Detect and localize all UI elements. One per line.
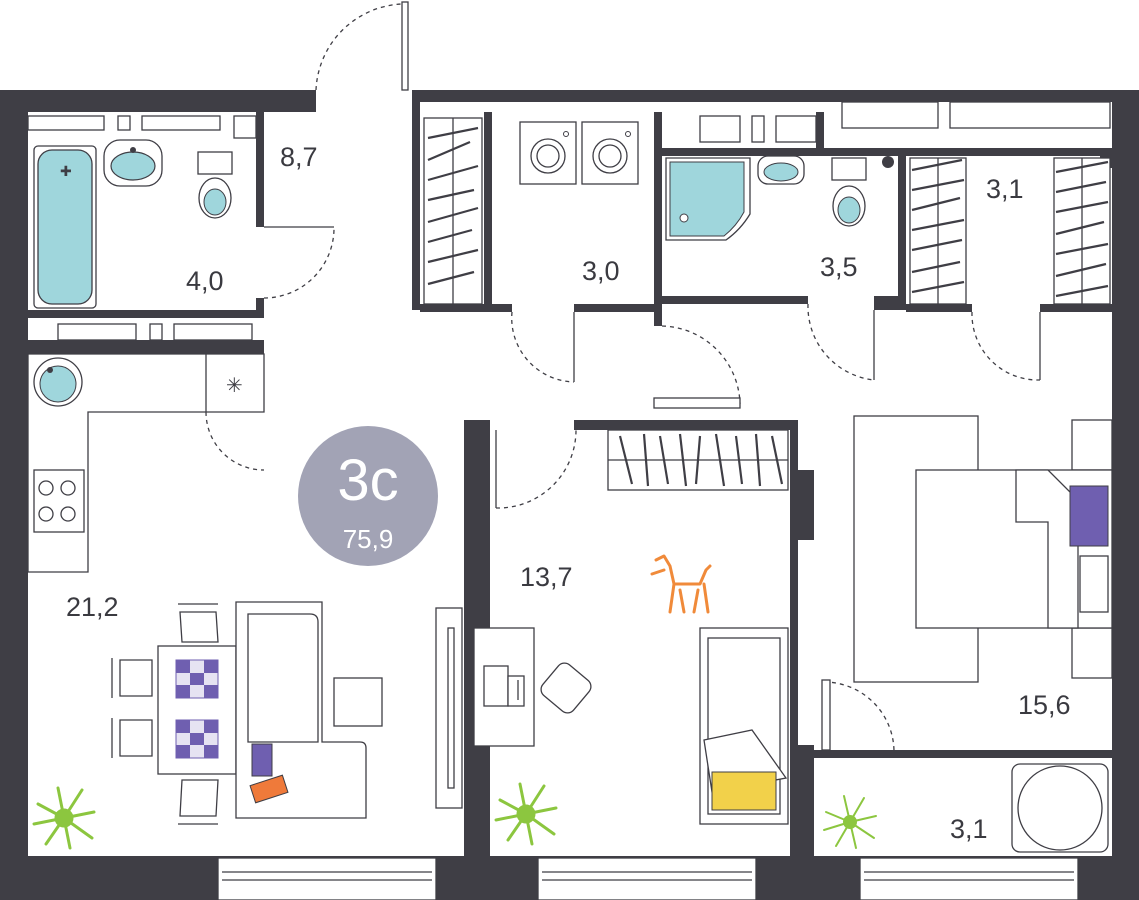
apartment-type: 3с <box>337 448 398 513</box>
area-label-corridor: 8,7 <box>280 142 318 172</box>
apartment-total-area: 75,9 <box>343 524 394 554</box>
shower-tray-icon <box>665 157 751 241</box>
plant-icon <box>32 786 96 850</box>
area-label-balcony: 3,1 <box>950 814 988 844</box>
double-bed-icon <box>853 415 1113 683</box>
dining-chair-icon <box>111 603 219 825</box>
svg-text:✚: ✚ <box>60 164 72 180</box>
area-label-master-bedroom: 15,6 <box>1018 690 1071 720</box>
area-label-laundry: 3,0 <box>582 256 620 286</box>
plant-icon <box>823 795 877 849</box>
wardrobe-left-icon <box>423 117 483 305</box>
kitchen-counter <box>27 353 265 573</box>
wardrobe-right-a-icon <box>909 157 967 305</box>
area-label-bathroom: 4,0 <box>186 266 224 296</box>
doors <box>205 1 1112 753</box>
cooktop-icon <box>33 469 85 533</box>
wardrobe-right-b-icon <box>1053 157 1111 305</box>
cushion-orange-icon <box>249 774 289 804</box>
dining-table-icon <box>157 645 237 775</box>
kitchen-sink-icon <box>33 357 83 407</box>
pillow-purple-icon <box>1069 485 1109 547</box>
apartment-badge: 3с 75,9 <box>298 426 438 566</box>
cushion-purple-icon <box>251 743 273 777</box>
round-table-icon <box>1011 763 1109 853</box>
coffee-table-icon <box>333 677 383 727</box>
desk-chair-icon <box>540 662 592 714</box>
plant-icon <box>494 782 558 846</box>
toilet-icon <box>197 151 233 219</box>
bottom-windows <box>217 857 1079 900</box>
badge-circle <box>298 426 438 566</box>
tv-icon <box>435 607 463 809</box>
washing-machine-icon <box>519 121 577 185</box>
wardrobe-bedroom-icon <box>607 429 789 491</box>
shower-toilet-icon <box>831 157 867 227</box>
dog-icon <box>650 554 712 614</box>
sink-icon <box>103 139 163 187</box>
top-windows <box>27 101 1111 143</box>
drain-icon <box>882 156 894 168</box>
dryer-icon <box>581 121 639 185</box>
single-bed-icon <box>699 627 789 825</box>
desk-icon <box>473 627 535 747</box>
area-label-shower-room: 3,5 <box>820 252 858 282</box>
area-label-wardrobe: 3,1 <box>986 174 1024 204</box>
shower-sink-icon <box>757 155 805 185</box>
area-label-bedroom: 13,7 <box>520 562 573 592</box>
area-label-kitchen-living: 21,2 <box>66 592 119 622</box>
fan-icon: ✳ <box>226 373 243 397</box>
bathtub-icon: ✚ <box>33 145 97 309</box>
